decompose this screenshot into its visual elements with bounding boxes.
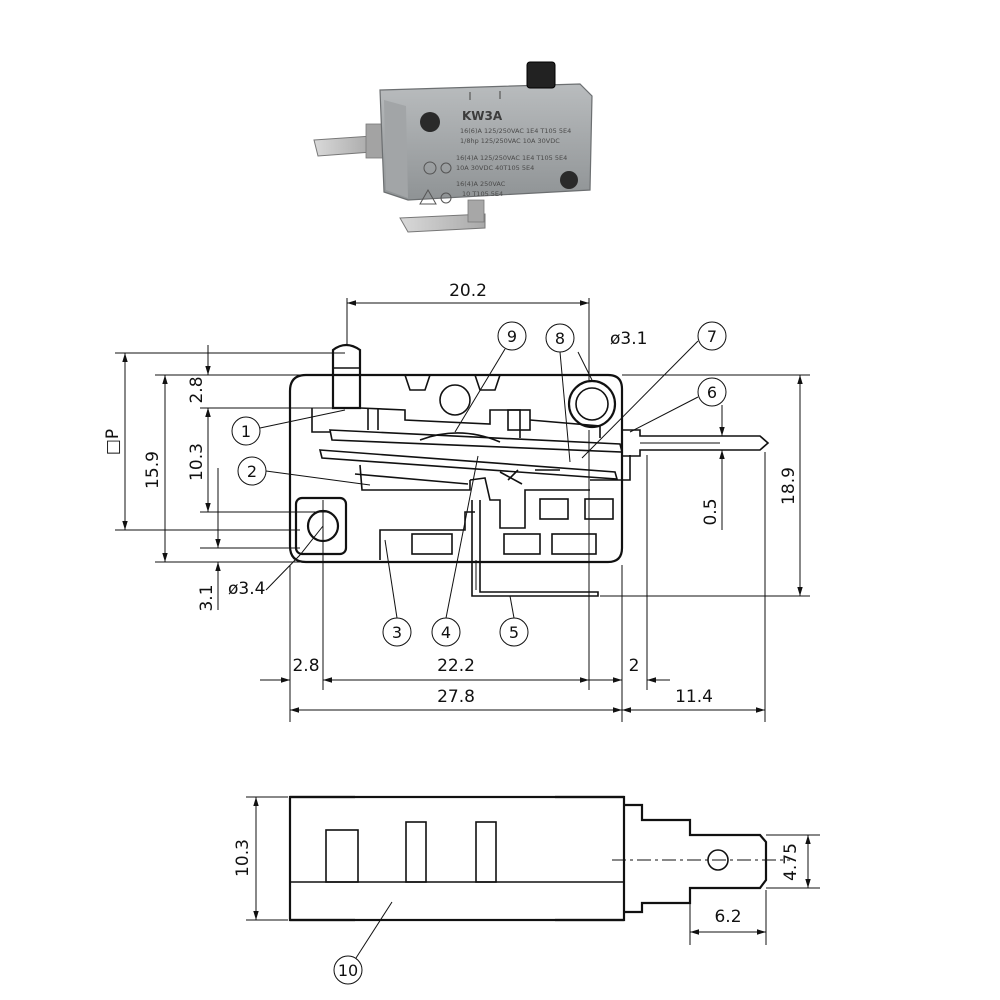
dim-2: 2: [629, 656, 640, 676]
photo-model-label: KW3A: [462, 109, 503, 123]
dim-side-4-75: 4.75: [781, 843, 801, 881]
dim-2-8-bottom: 2.8: [292, 656, 319, 676]
callout-6-label: 6: [707, 383, 717, 402]
dim-0-5: 0.5: [701, 498, 721, 525]
callout-7: 7: [581, 321, 727, 459]
callouts: 1 2 3 4 5 6 7: [231, 321, 727, 985]
photo-marking-line: 1/8hp 125/250VAC 10A 30VDC: [460, 137, 560, 145]
photo-marking-line: 10 T105 5E4: [462, 190, 503, 198]
side-view-dimension-lines: [246, 796, 820, 945]
callout-10-label: 10: [338, 961, 358, 980]
product-photo: KW3A 16(6)A 125/250VAC 1E4 T105 5E4 1/8h…: [313, 61, 593, 233]
callout-1: 1: [231, 409, 346, 446]
dim-27-8: 27.8: [437, 687, 475, 707]
side-view: [288, 795, 790, 922]
certification-mark-icon: [423, 161, 437, 175]
front-view: [288, 343, 770, 690]
photo-marking-line: 16(4)A 125/250VAC 1E4 T105 5E4: [456, 154, 567, 162]
callout-8-label: 8: [555, 329, 565, 348]
callout-5-label: 5: [509, 623, 519, 642]
dim-20-2: 20.2: [449, 281, 487, 301]
callout-7-label: 7: [707, 327, 717, 346]
certification-mark-icon: [419, 188, 437, 205]
dim-hole-3-1: ø3.1: [610, 329, 647, 349]
photo-marking-line: 10A 30VDC 40T105 5E4: [456, 164, 534, 172]
callout-9-label: 9: [507, 327, 517, 346]
callout-1-label: 1: [241, 422, 251, 441]
side-view-dimension-labels: 10.3 4.75 6.2: [233, 839, 801, 927]
dim-11-4: 11.4: [675, 687, 713, 707]
certification-mark-icon: [440, 192, 452, 204]
callout-3-label: 3: [392, 623, 402, 642]
front-view-dimension-labels: 20.2 ø3.1 ø3.4 □P 15.9 10.3 2.8 3.1 0.5 …: [103, 281, 799, 707]
photo-marking-line: 16(4)A 250VAC: [456, 180, 506, 188]
dim-hole-3-4: ø3.4: [228, 579, 265, 599]
callout-3: 3: [382, 539, 412, 647]
callout-5: 5: [499, 595, 529, 647]
dim-2-8-top: 2.8: [187, 376, 207, 403]
photo-marking-line: 16(6)A 125/250VAC 1E4 T105 5E4: [460, 127, 571, 135]
callout-9: 9: [454, 321, 527, 433]
callout-2: 2: [237, 456, 371, 486]
dim-side-6-2: 6.2: [714, 907, 741, 927]
certification-mark-icon: [440, 162, 452, 174]
dim-p: □P: [103, 429, 123, 455]
dim-18-9: 18.9: [779, 467, 799, 505]
dim-22-2: 22.2: [437, 656, 475, 676]
callout-4: 4: [431, 455, 479, 647]
dim-side-10-3: 10.3: [233, 839, 253, 877]
dim-15-9: 15.9: [143, 451, 163, 489]
callout-8: 8: [545, 323, 575, 463]
callout-6: 6: [629, 377, 727, 433]
dim-3-1: 3.1: [197, 584, 217, 611]
callout-4-label: 4: [441, 623, 451, 642]
callout-2-label: 2: [247, 462, 257, 481]
callout-10: 10: [333, 901, 393, 985]
front-view-dimension-lines: [115, 298, 810, 722]
dim-10-3: 10.3: [187, 443, 207, 481]
